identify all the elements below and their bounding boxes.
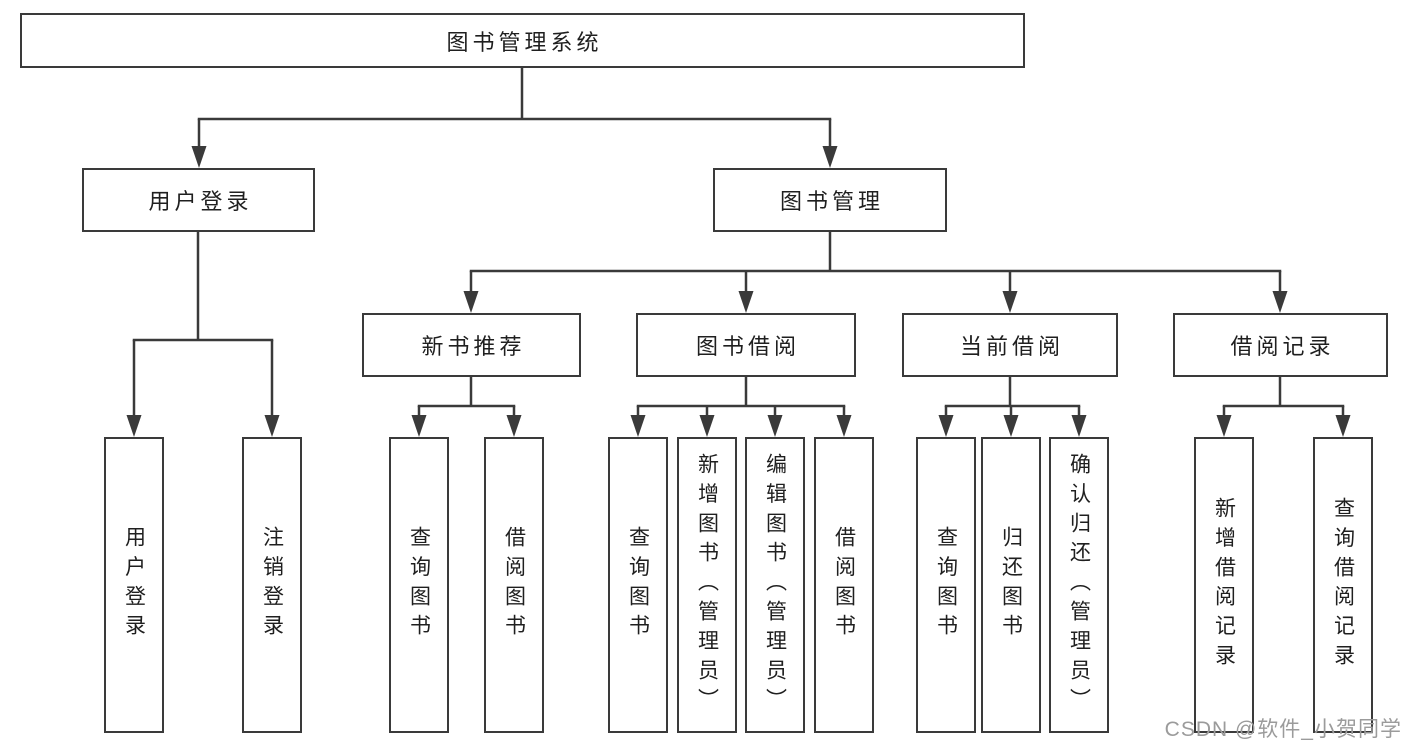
node-label: 借阅图书 [832, 526, 856, 644]
csdn-watermark: CSDN @软件_小贺同学 [1164, 718, 1402, 741]
node-label: 查询图书 [934, 526, 958, 644]
node-label: 当前借阅 [959, 334, 1064, 359]
node-label: 图书管理系统 [446, 29, 603, 55]
node-label: 查询图书 [626, 526, 650, 644]
node-label: 注销登录 [260, 526, 284, 644]
node-label: 新增图书（管理员） [695, 452, 719, 718]
node-new-book-recommend: 新书推荐 [362, 313, 581, 377]
node-label: 查询图书 [407, 526, 431, 644]
node-label: 编辑图书（管理员） [763, 452, 787, 718]
leaf-borrowing-query-books: 查询图书 [608, 437, 668, 733]
node-label: 新增借阅记录 [1212, 496, 1236, 674]
node-book-borrowing: 图书借阅 [636, 313, 856, 377]
node-label: 用户登录 [122, 526, 146, 644]
leaf-recommend-query-books: 查询图书 [389, 437, 449, 733]
node-label: 用户登录 [148, 189, 253, 214]
node-label: 借阅图书 [502, 526, 526, 644]
node-label: 归还图书 [999, 526, 1023, 644]
node-current-borrowing: 当前借阅 [902, 313, 1118, 377]
node-borrowing-records: 借阅记录 [1173, 313, 1388, 377]
node-book-management-module: 图书管理 [713, 168, 947, 232]
leaf-recommend-borrow-books: 借阅图书 [484, 437, 544, 733]
leaf-borrowing-borrow-books: 借阅图书 [814, 437, 874, 733]
leaf-user-login: 用户登录 [104, 437, 164, 733]
leaf-return-books: 归还图书 [981, 437, 1041, 733]
leaf-add-books-admin: 新增图书（管理员） [677, 437, 737, 733]
node-label: 确认归还（管理员） [1067, 452, 1091, 718]
leaf-edit-books-admin: 编辑图书（管理员） [745, 437, 805, 733]
node-label: 借阅记录 [1230, 334, 1335, 359]
leaf-logout: 注销登录 [242, 437, 302, 733]
node-label: 图书管理 [779, 189, 884, 214]
node-label: 查询借阅记录 [1331, 496, 1355, 674]
leaf-add-borrow-record: 新增借阅记录 [1194, 437, 1254, 733]
node-label: 新书推荐 [421, 334, 526, 359]
leaf-current-query-books: 查询图书 [916, 437, 976, 733]
node-root-system: 图书管理系统 [20, 13, 1025, 68]
leaf-query-borrow-record: 查询借阅记录 [1313, 437, 1373, 733]
node-user-login-module: 用户登录 [82, 168, 315, 232]
node-label: 图书借阅 [695, 334, 800, 359]
leaf-confirm-return-admin: 确认归还（管理员） [1049, 437, 1109, 733]
